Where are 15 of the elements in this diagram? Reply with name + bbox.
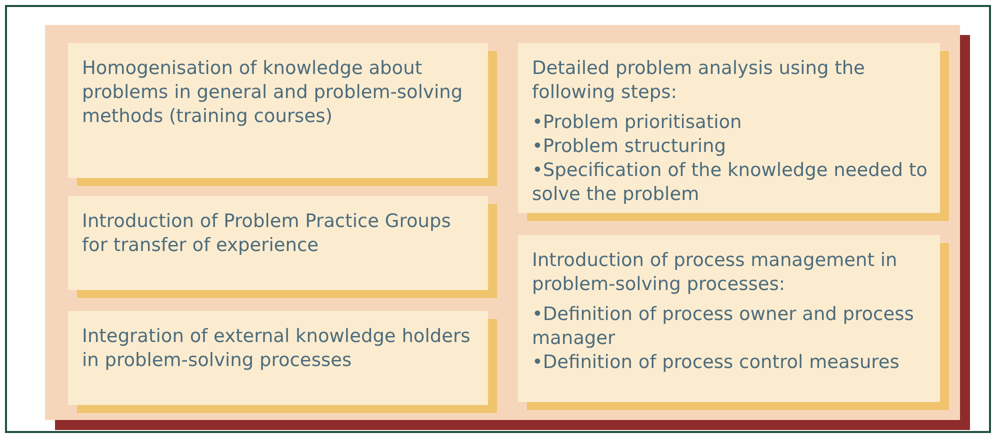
bullet-item: •Definition of process control measures bbox=[532, 351, 900, 375]
bullet-item: •Problem prioritisation bbox=[532, 111, 743, 135]
text-card bbox=[518, 235, 940, 402]
card-text: Integration of external knowledge holders in problem-solving processes bbox=[82, 325, 472, 373]
card-text: Introduction of process management in problem-solving processes: bbox=[532, 249, 898, 297]
text-card bbox=[68, 311, 488, 405]
card-text: Detailed problem analysis using the following steps: bbox=[532, 57, 866, 105]
text-card bbox=[68, 196, 488, 290]
bullet-item: •Problem structuring bbox=[532, 135, 728, 159]
text-card bbox=[518, 43, 940, 213]
card-text: Homogenisation of knowledge about problems in general and problem-solving methods (training courses) bbox=[82, 57, 464, 129]
text-card bbox=[68, 43, 488, 178]
card-text: Introduction of Problem Practice Groups for transfer of experience bbox=[82, 210, 452, 258]
bullet-item: •Specification of the knowledge needed to solve the problem bbox=[532, 159, 928, 207]
bullet-item: •Definition of process owner and process manager bbox=[532, 303, 915, 351]
